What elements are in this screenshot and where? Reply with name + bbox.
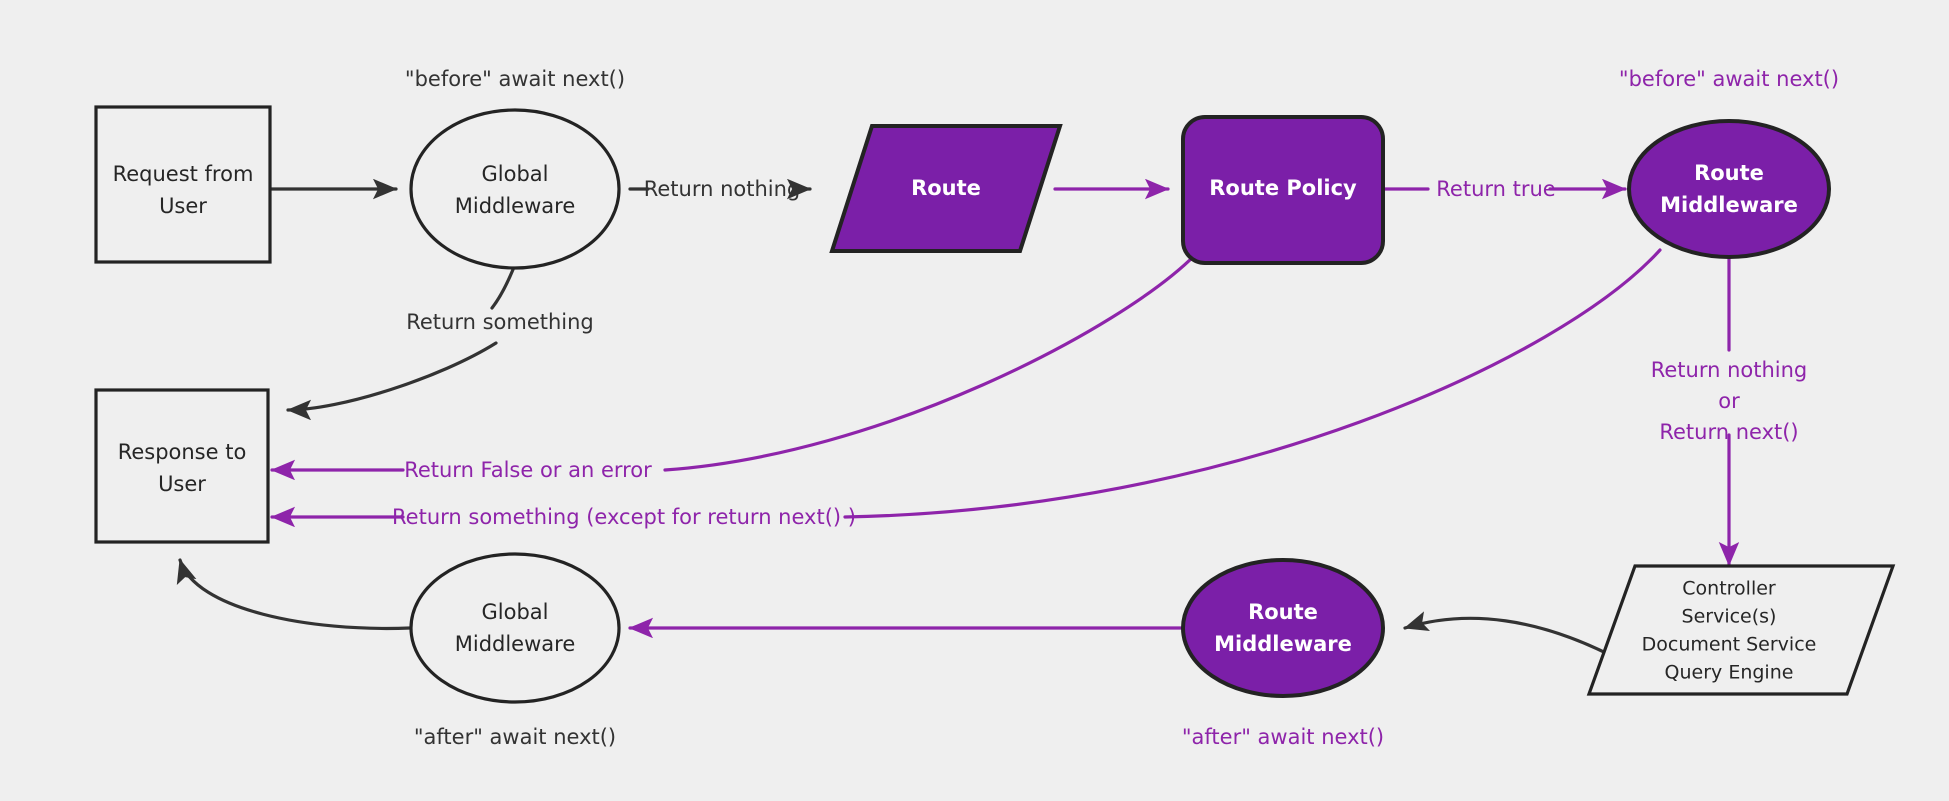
label-return-nothing: Return nothing <box>644 177 801 201</box>
node-route-middleware-top-line1: Route <box>1694 161 1764 185</box>
edge-controller-to-route-middleware-bottom <box>1403 611 1612 657</box>
node-request-label-line2: User <box>159 194 207 218</box>
node-global-middleware-bottom[interactable]: Global Middleware <box>409 552 621 704</box>
node-global-middleware-bottom-line2: Middleware <box>455 632 576 656</box>
node-route-middleware-bottom[interactable]: Route Middleware <box>1181 558 1385 698</box>
edge-route-middleware-to-response <box>843 248 1662 519</box>
node-response-label-line1: Response to <box>118 440 247 464</box>
label-return-true: Return true <box>1436 177 1555 201</box>
node-route-policy-label: Route Policy <box>1209 176 1357 200</box>
node-route-middleware-top[interactable]: Route Middleware <box>1627 119 1831 259</box>
node-request-label-line1: Request from <box>113 162 254 186</box>
node-route-label: Route <box>911 176 981 200</box>
node-global-middleware-top-line1: Global <box>482 162 549 186</box>
label-before-await-next-dark: "before" await next() <box>405 67 625 91</box>
node-route-policy[interactable]: Route Policy <box>1181 115 1385 265</box>
node-route[interactable]: Route <box>829 124 1063 253</box>
node-controller-services[interactable]: Controller Service(s) Document Service Q… <box>1586 564 1896 696</box>
node-controller-line3: Document Service <box>1642 634 1817 656</box>
edge-route-policy-to-response <box>663 253 1197 472</box>
node-response-label-line2: User <box>158 472 206 496</box>
node-controller-line2: Service(s) <box>1682 606 1777 628</box>
label-before-await-next-purple: "before" await next() <box>1619 67 1839 91</box>
node-global-middleware-top-line2: Middleware <box>455 194 576 218</box>
label-return-something-dark: Return something <box>406 310 594 334</box>
node-global-middleware-top[interactable]: Global Middleware <box>409 108 621 270</box>
label-return-nothing-or-line1: Return nothing <box>1651 358 1808 382</box>
label-return-nothing-or-line2: or <box>1718 389 1740 413</box>
label-return-something-except: Return something (except for return next… <box>392 505 856 529</box>
node-route-middleware-top-line2: Middleware <box>1660 193 1798 217</box>
label-after-await-next-purple: "after" await next() <box>1182 725 1384 749</box>
node-route-middleware-bottom-line2: Middleware <box>1214 632 1352 656</box>
node-controller-line4: Query Engine <box>1665 662 1794 684</box>
label-return-nothing-or-line3: Return next() <box>1659 420 1798 444</box>
edge-global-middleware-to-response <box>286 341 498 421</box>
node-global-middleware-bottom-line1: Global <box>482 600 549 624</box>
node-request-from-user[interactable]: Request from User <box>94 105 272 264</box>
label-return-false-or-error: Return False or an error <box>404 458 652 482</box>
node-controller-line1: Controller <box>1682 578 1776 600</box>
node-route-middleware-bottom-line1: Route <box>1248 600 1318 624</box>
label-after-await-next-dark: "after" await next() <box>414 725 616 749</box>
node-response-to-user[interactable]: Response to User <box>94 388 270 544</box>
edge-global-middleware-bottom-to-response <box>176 558 412 631</box>
